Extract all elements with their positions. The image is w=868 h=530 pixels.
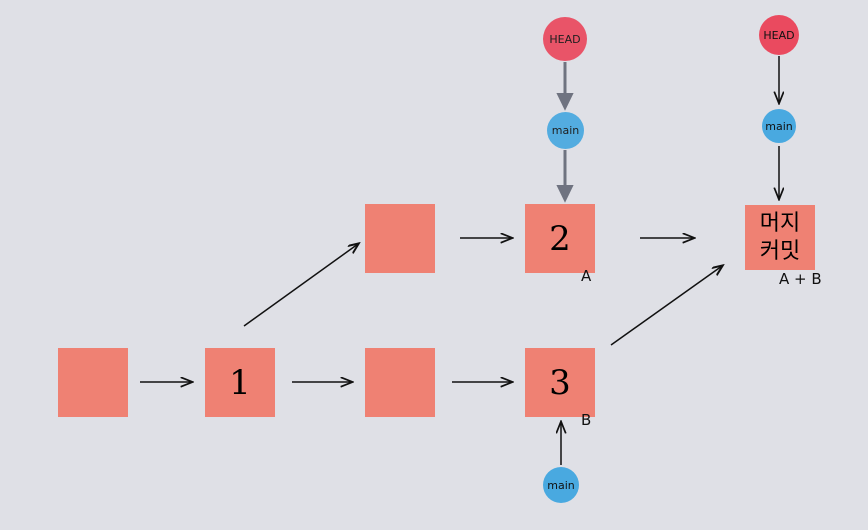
- arrow-merge-diagonal: [610, 266, 722, 346]
- main-ref-middle[interactable]: main: [547, 112, 584, 149]
- commit-box-base[interactable]: [58, 348, 128, 417]
- merge-label-line1: 머지: [759, 211, 801, 236]
- head-ref-middle-label: HEAD: [549, 32, 581, 46]
- merge-label-line2: 커밋: [759, 238, 801, 264]
- commit-corner-label-three: B: [581, 411, 592, 429]
- head-ref-right-label: HEAD: [763, 28, 795, 42]
- commit-label-one: 1: [229, 362, 251, 403]
- commit-corner-label-merge: A + B: [779, 270, 822, 288]
- commit-box-three[interactable]: 3: [525, 348, 595, 417]
- commit-box-mid-top[interactable]: [365, 204, 435, 273]
- commit-label-three: 3: [549, 362, 571, 403]
- main-ref-middle-label: main: [551, 124, 580, 137]
- main-ref-right-label: main: [765, 119, 793, 133]
- head-ref-middle[interactable]: HEAD: [543, 17, 587, 61]
- commit-box-two[interactable]: 2: [525, 204, 595, 273]
- commit-corner-label-two: A: [581, 267, 592, 285]
- head-ref-right[interactable]: HEAD: [759, 15, 799, 55]
- commit-box-merge[interactable]: 머지 커밋: [745, 205, 815, 270]
- arrow-branch-diagonal: [243, 244, 358, 327]
- commit-label-two: 2: [549, 218, 571, 259]
- commit-box-mid-bottom[interactable]: [365, 348, 435, 417]
- main-ref-right[interactable]: main: [762, 109, 796, 143]
- main-ref-bottom-label: main: [547, 478, 575, 492]
- main-ref-bottom[interactable]: main: [543, 467, 579, 503]
- commit-box-one[interactable]: 1: [205, 348, 275, 417]
